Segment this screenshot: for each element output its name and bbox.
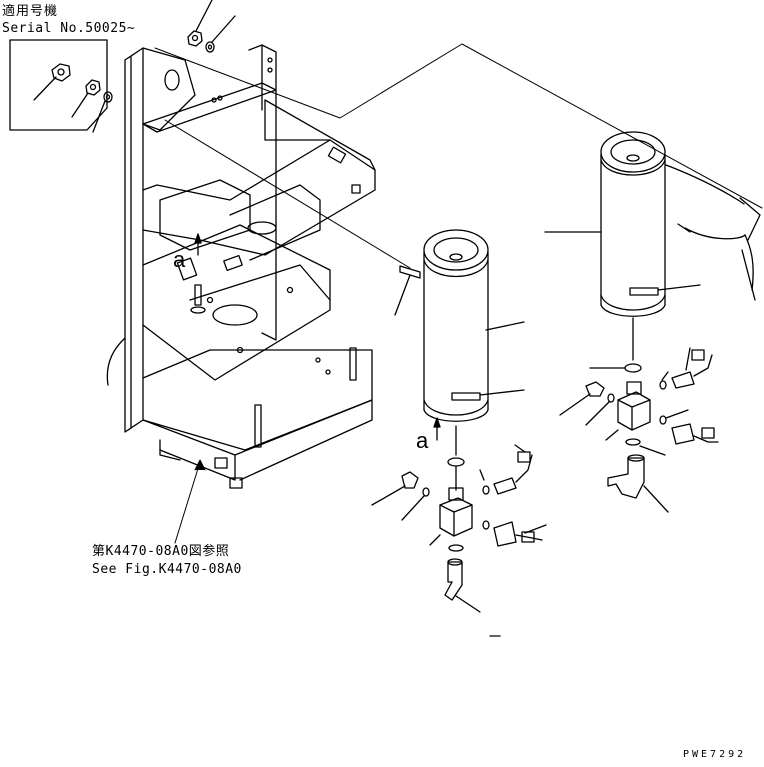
filter-canister-1 xyxy=(394,229,525,456)
figure-reference-en: See Fig.K4470-08A0 xyxy=(92,562,242,577)
serial-inset-box xyxy=(9,39,108,131)
view-marker-a-rack: a xyxy=(173,247,186,272)
leader-lines xyxy=(154,43,763,544)
nut-washer-group-left xyxy=(71,79,113,133)
rack-frame xyxy=(106,44,376,489)
fitting-assembly-2 xyxy=(559,347,719,513)
filter-canister-2 xyxy=(544,131,761,361)
applicable-serial-heading: 適用号機 xyxy=(2,4,59,19)
view-marker-a-filter: a xyxy=(416,428,429,453)
fitting-assembly-1 xyxy=(371,444,547,637)
drawing-code: PWE7292 xyxy=(683,749,747,760)
nut-washer-group-top xyxy=(187,0,236,53)
serial-number-range: Serial No.50025~ xyxy=(2,21,136,36)
figure-reference-jp: 第K4470-08A0図参照 xyxy=(92,544,230,559)
